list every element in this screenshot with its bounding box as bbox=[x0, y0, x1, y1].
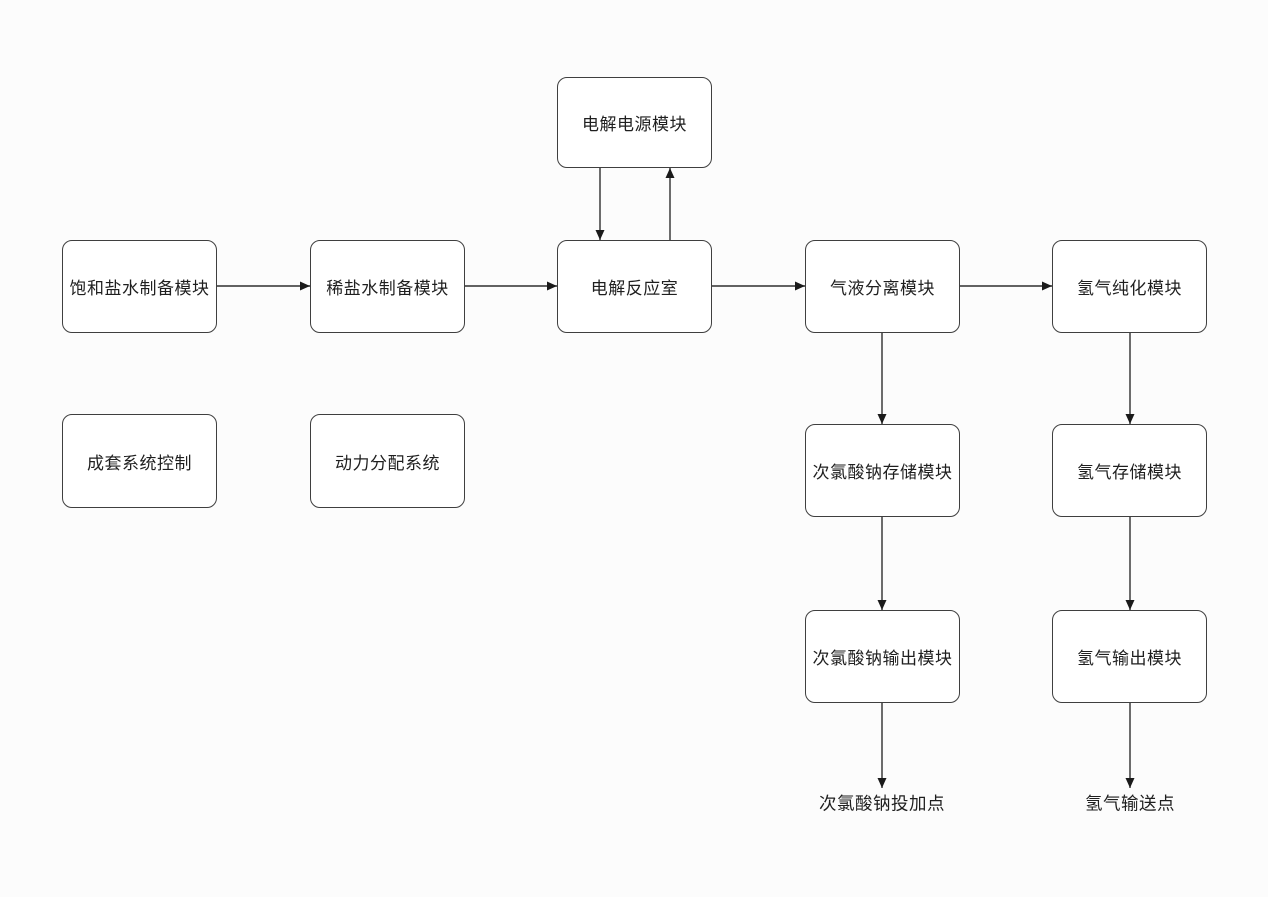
node-saturated-brine-prep-module: 饱和盐水制备模块 bbox=[62, 240, 217, 333]
node-hydrogen-storage-module: 氢气存储模块 bbox=[1052, 424, 1207, 517]
node-electrolysis-power-module: 电解电源模块 bbox=[557, 77, 712, 168]
endpoint-label-hydrogen-delivery-point: 氢气输送点 bbox=[1085, 793, 1175, 814]
node-complete-system-control: 成套系统控制 bbox=[62, 414, 217, 508]
node-label: 次氯酸钠输出模块 bbox=[812, 649, 953, 668]
node-label: 稀盐水制备模块 bbox=[326, 279, 449, 298]
node-hydrogen-purification-module: 氢气纯化模块 bbox=[1052, 240, 1207, 333]
node-hydrogen-output-module: 氢气输出模块 bbox=[1052, 610, 1207, 703]
node-label: 氢气输出模块 bbox=[1077, 649, 1182, 668]
node-label: 氢气存储模块 bbox=[1077, 463, 1182, 482]
node-label: 电解反应室 bbox=[590, 279, 679, 298]
endpoint-label-naclo-dosing-point: 次氯酸钠投加点 bbox=[819, 793, 945, 814]
node-naclo-storage-module: 次氯酸钠存储模块 bbox=[805, 424, 960, 517]
node-label: 饱和盐水制备模块 bbox=[69, 279, 210, 298]
node-label: 电解电源模块 bbox=[582, 115, 687, 134]
node-label: 成套系统控制 bbox=[87, 453, 192, 473]
node-gas-liquid-separation-module: 气液分离模块 bbox=[805, 240, 960, 333]
node-electrolysis-reaction-chamber: 电解反应室 bbox=[557, 240, 712, 333]
node-power-distribution-system: 动力分配系统 bbox=[310, 414, 465, 508]
node-naclo-output-module: 次氯酸钠输出模块 bbox=[805, 610, 960, 703]
node-dilute-brine-prep-module: 稀盐水制备模块 bbox=[310, 240, 465, 333]
node-label: 动力分配系统 bbox=[335, 453, 440, 473]
node-label: 气液分离模块 bbox=[830, 279, 935, 298]
node-label: 次氯酸钠存储模块 bbox=[812, 463, 953, 482]
node-label: 氢气纯化模块 bbox=[1077, 279, 1182, 298]
